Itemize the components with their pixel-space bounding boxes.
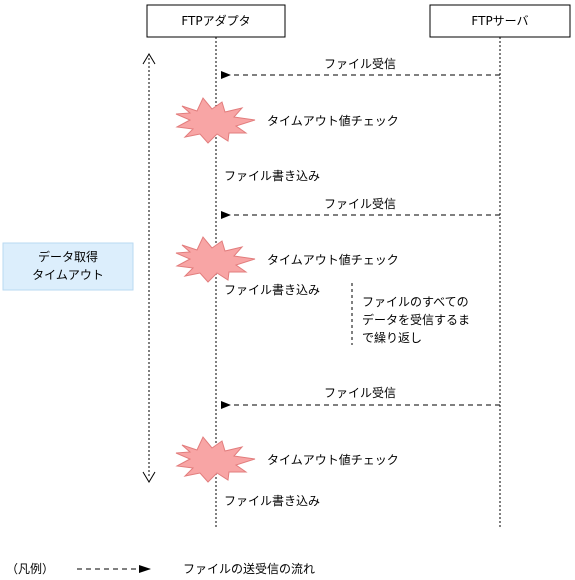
timeout-box-line2: タイムアウト xyxy=(32,268,104,282)
legend-description: ファイルの送受信の流れ xyxy=(183,561,315,576)
participant-ftp-adapter: FTPアダプタ xyxy=(146,4,286,38)
timeout-box-line1: データ取得 xyxy=(38,249,98,264)
participant-ftp-adapter-label: FTPアダプタ xyxy=(181,13,250,28)
timeout-check-burst-1 xyxy=(175,97,256,144)
timeout-span-arrow xyxy=(142,53,156,483)
participant-ftp-server: FTPサーバ xyxy=(429,4,571,38)
timeout-check-burst-3 xyxy=(175,436,256,483)
timeout-check-label-1: タイムアウト値チェック xyxy=(267,113,399,128)
timeout-box: データ取得 タイムアウト xyxy=(2,242,134,291)
legend: （凡例） ファイルの送受信の流れ xyxy=(6,561,315,576)
message-label-receive-2: ファイル受信 xyxy=(324,197,396,211)
participant-ftp-server-label: FTPサーバ xyxy=(471,14,528,28)
repeat-note-line3: で繰り返し xyxy=(362,331,422,345)
timeout-check-burst-2 xyxy=(175,236,256,283)
message-label-receive-3: ファイル受信 xyxy=(324,386,396,400)
file-write-label-3: ファイル書き込み xyxy=(224,494,320,508)
timeout-check-label-3: タイムアウト値チェック xyxy=(267,452,399,467)
file-write-label-1: ファイル書き込み xyxy=(224,169,320,183)
timeout-check-label-2: タイムアウト値チェック xyxy=(267,252,399,267)
repeat-note-line1: ファイルのすべての xyxy=(362,295,469,309)
message-label-receive-1: ファイル受信 xyxy=(324,57,396,71)
legend-prefix: （凡例） xyxy=(6,562,54,576)
file-write-label-2: ファイル書き込み xyxy=(224,283,320,297)
repeat-note-line2: データを受信するま xyxy=(362,312,470,327)
